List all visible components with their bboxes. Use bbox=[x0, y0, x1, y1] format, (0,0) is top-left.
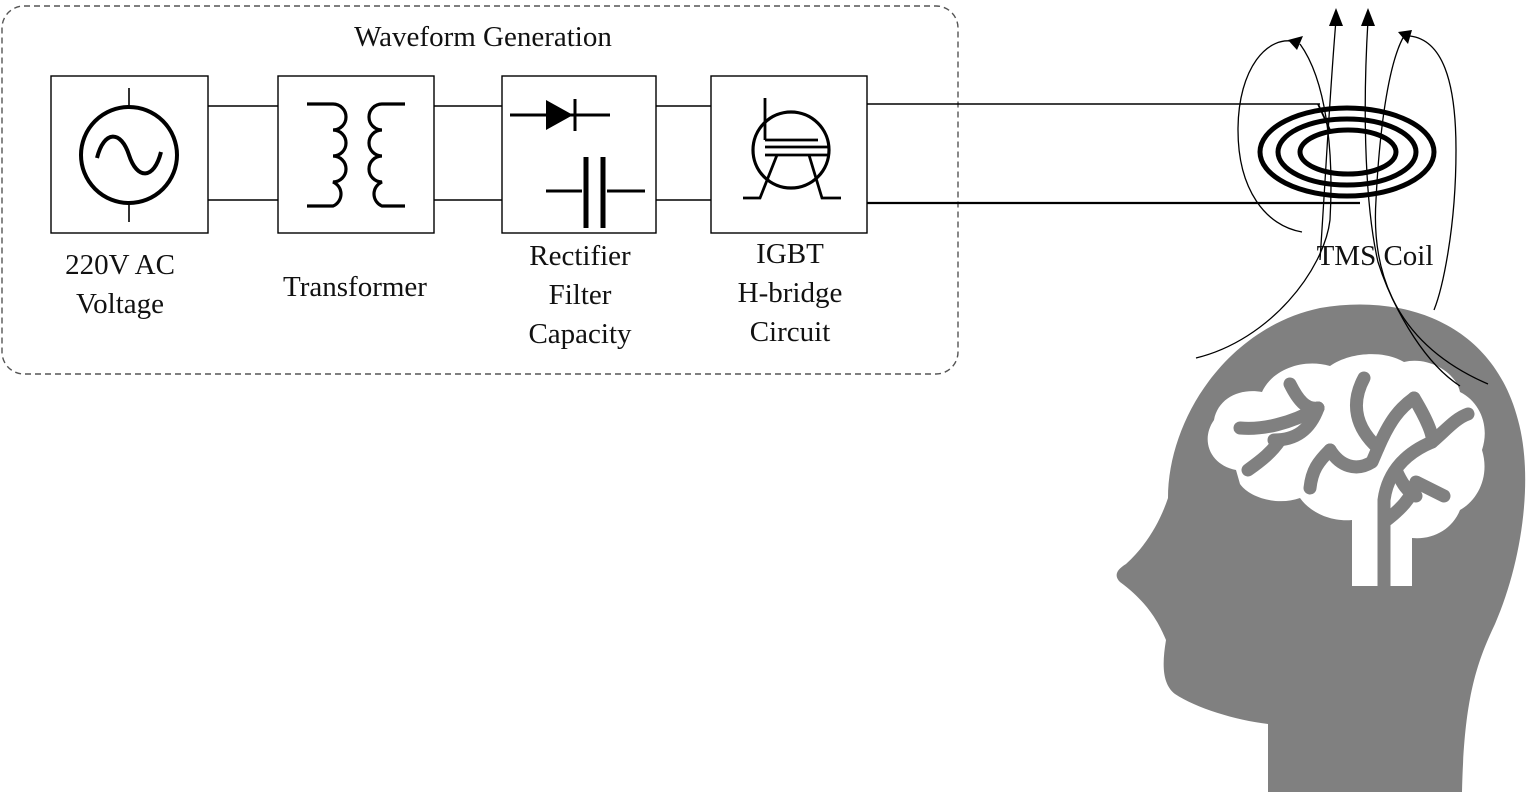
arrow-up-icon bbox=[1361, 8, 1375, 26]
magnetic-field-lines bbox=[1195, 19, 1489, 387]
connection-wires bbox=[208, 105, 711, 201]
ac-source-block bbox=[50, 75, 209, 234]
igbt-icon bbox=[743, 98, 841, 200]
igbt-block bbox=[710, 75, 868, 234]
tms-coil-label: TMS Coil bbox=[1316, 240, 1434, 272]
ac-source-label: 220V AC Voltage bbox=[65, 249, 175, 320]
rectifier-label: Rectifier Filter Capacity bbox=[528, 240, 632, 350]
arrow-up-icon bbox=[1329, 8, 1343, 26]
arrow-icon bbox=[1288, 36, 1303, 50]
rectifier-block bbox=[501, 75, 657, 234]
ac-source-icon bbox=[79, 88, 179, 222]
coil-leads bbox=[867, 103, 1360, 205]
waveform-generation-group bbox=[1, 5, 959, 375]
field-arrowheads bbox=[1288, 8, 1412, 50]
brain-folds bbox=[1233, 371, 1475, 593]
diode-capacitor-icon bbox=[510, 99, 645, 228]
waveform-generation-title: Waveform Generation bbox=[354, 21, 612, 53]
transformer-icon bbox=[307, 102, 405, 208]
transformer-label: Transformer bbox=[283, 271, 427, 303]
igbt-label: IGBT H-bridge Circuit bbox=[737, 238, 843, 348]
arrow-icon bbox=[1398, 30, 1412, 44]
head-brain-icon bbox=[1116, 304, 1526, 792]
coil-icon bbox=[1257, 103, 1437, 199]
transformer-block bbox=[277, 75, 435, 234]
